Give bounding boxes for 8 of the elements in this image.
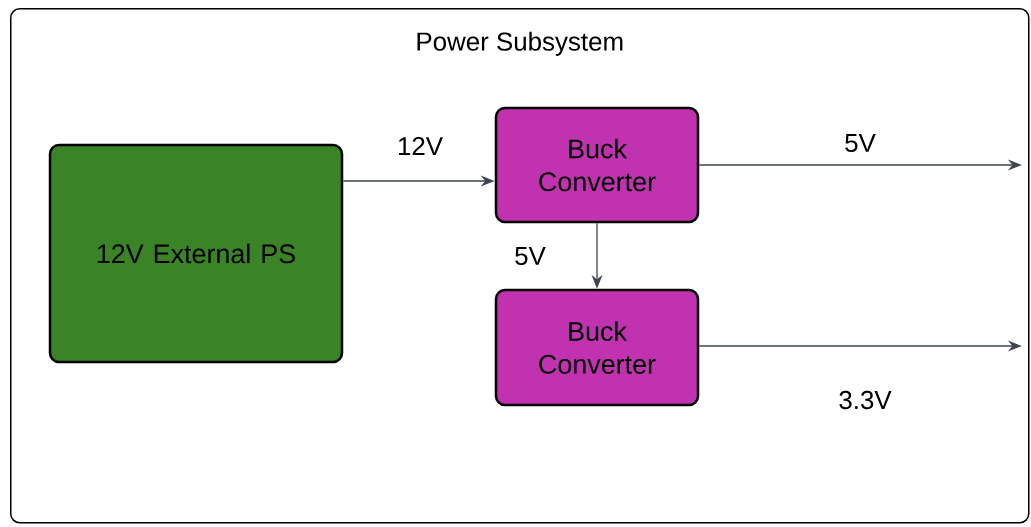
block-box: Buck Converter bbox=[494, 106, 700, 224]
edge-label: 5V bbox=[845, 133, 876, 153]
edge-label: 5V bbox=[515, 246, 546, 266]
block-box: Buck Converter bbox=[494, 288, 700, 407]
edge-label: 3.3V bbox=[839, 390, 892, 410]
edge-label: 12V bbox=[398, 136, 443, 156]
block-box: 12V External PS bbox=[48, 143, 344, 364]
group-frame: Power Subsystem bbox=[417, 31, 623, 56]
